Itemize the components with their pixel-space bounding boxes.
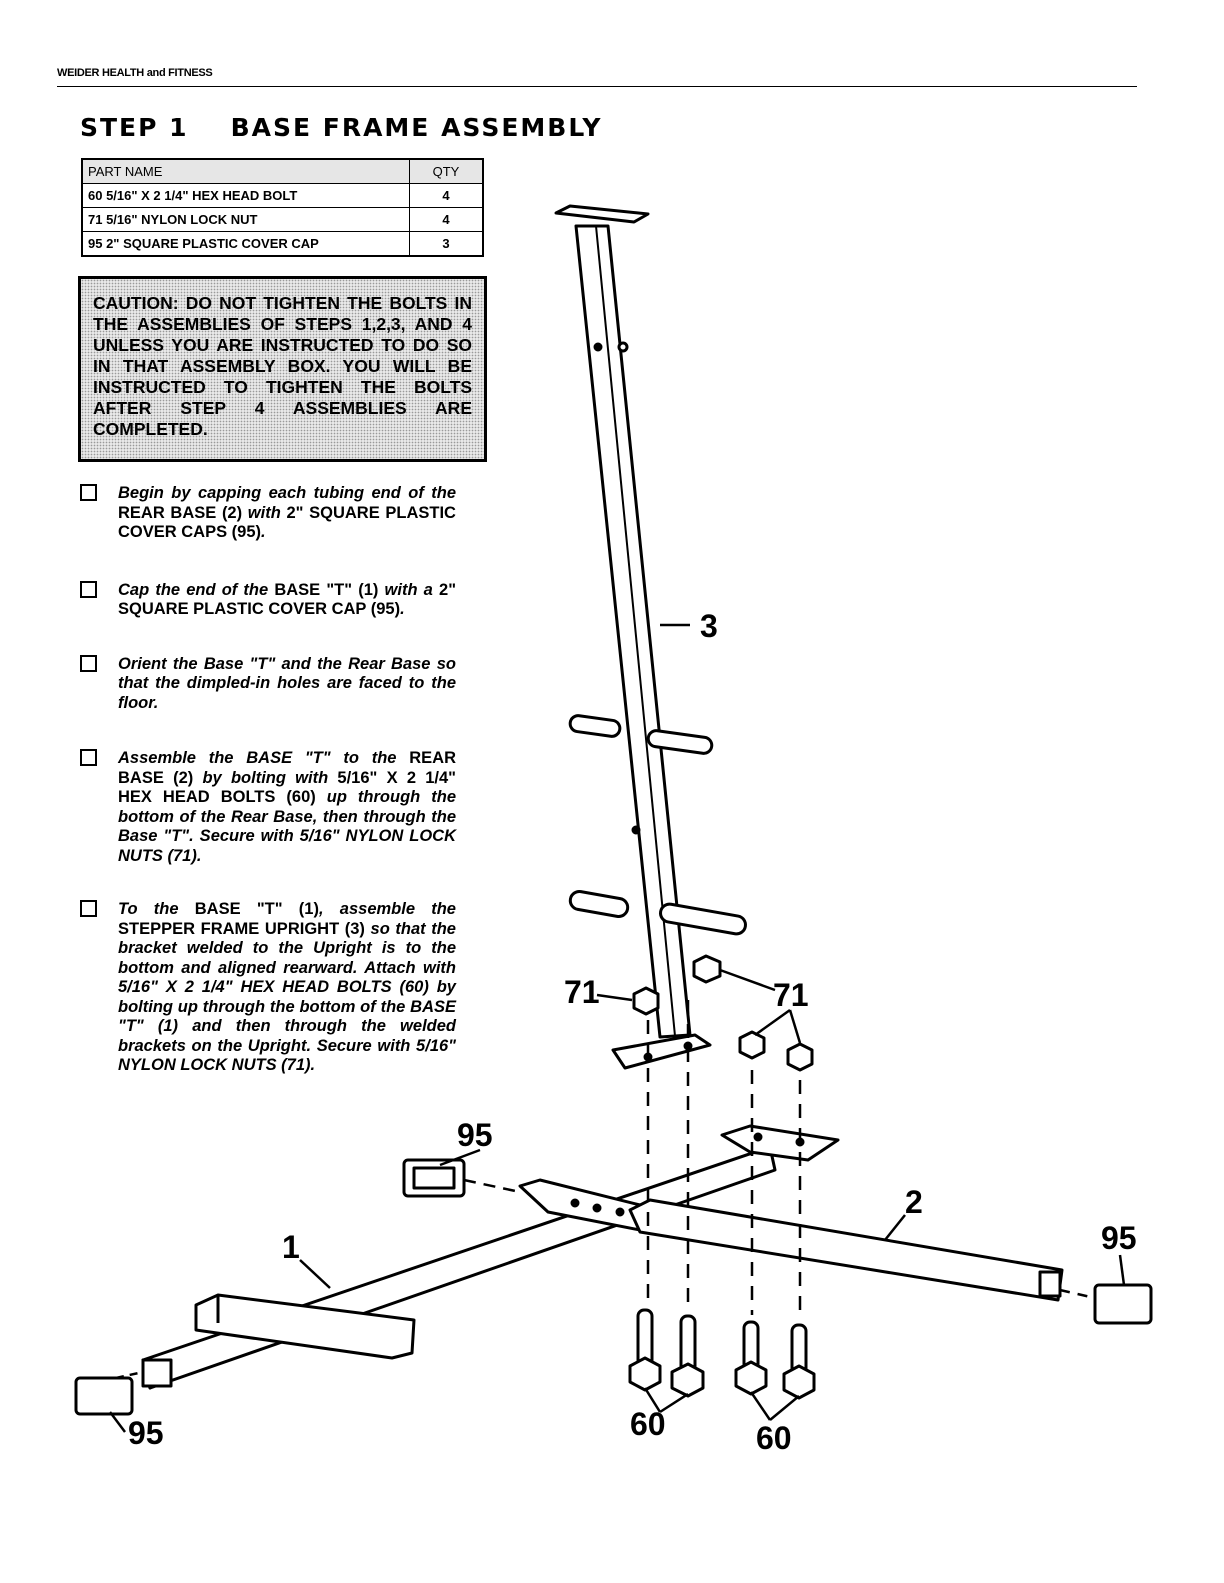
- instruction-list: Begin by capping each tubing end of the …: [80, 484, 456, 1076]
- instruction-item: Assemble the BASE "T" to the REAR BASE (…: [80, 749, 456, 866]
- parts-table-header: PART NAME QTY: [81, 158, 484, 184]
- stepper-frame-upright: [554, 204, 712, 1070]
- callout-cap-right: 95: [1101, 1220, 1137, 1256]
- table-row: 60 5/16" X 2 1/4" HEX HEAD BOLT 4: [81, 183, 484, 208]
- instruction-text: Assemble the BASE "T" to the REAR BASE (…: [118, 749, 456, 865]
- assembly-lines: [109, 623, 1126, 1433]
- part-name: 60 5/16" X 2 1/4" HEX HEAD BOLT: [81, 183, 410, 208]
- part-qty: 4: [409, 207, 484, 232]
- caution-box: CAUTION: DO NOT TIGHTEN THE BOLTS IN THE…: [78, 276, 487, 462]
- col-part-name: PART NAME: [81, 158, 410, 184]
- part-name: 95 2" SQUARE PLASTIC COVER CAP: [81, 231, 410, 257]
- instruction-text: Begin by capping each tubing end of the …: [118, 484, 456, 541]
- checkbox[interactable]: [80, 749, 97, 766]
- hex-bolts: [628, 1308, 816, 1400]
- callout-nut-right: 71: [773, 977, 809, 1013]
- instruction-text: Orient the Base "T" and the Rear Base so…: [118, 654, 456, 712]
- checkbox[interactable]: [80, 580, 97, 598]
- step-name: BASE FRAME ASSEMBLY: [230, 113, 603, 142]
- instruction-item: To the BASE "T" (1), assemble the STEPPE…: [80, 900, 456, 1076]
- instruction-text: To the BASE "T" (1), assemble the STEPPE…: [118, 900, 456, 1074]
- callout-cap-bottom: 95: [128, 1415, 164, 1451]
- base-t: [141, 1124, 840, 1390]
- parts-table: PART NAME QTY 60 5/16" X 2 1/4" HEX HEAD…: [81, 158, 484, 257]
- brand-header: WEIDER HEALTH and FITNESS: [57, 67, 213, 79]
- part-qty: 3: [409, 231, 484, 257]
- instruction-item: Begin by capping each tubing end of the …: [80, 484, 456, 543]
- header-rule: [57, 86, 1137, 87]
- col-qty: QTY: [409, 158, 484, 184]
- callout-upright: 3: [700, 608, 718, 644]
- instruction-item: Cap the end of the BASE "T" (1) with a 2…: [80, 580, 457, 620]
- callout-bolts-right: 60: [756, 1420, 792, 1456]
- callout-bolts-left: 60: [630, 1406, 666, 1442]
- table-row: 71 5/16" NYLON LOCK NUT 4: [81, 207, 484, 232]
- callout-rear-base: 2: [905, 1184, 923, 1220]
- part-qty: 4: [409, 183, 484, 208]
- checkbox[interactable]: [80, 484, 97, 501]
- checkbox[interactable]: [80, 654, 97, 672]
- rear-base: [628, 1198, 1064, 1302]
- instruction-text: Cap the end of the BASE "T" (1) with a 2…: [118, 580, 457, 619]
- table-row: 95 2" SQUARE PLASTIC COVER CAP 3: [81, 231, 484, 257]
- callout-cap-top: 95: [457, 1117, 493, 1153]
- lock-nuts: [632, 954, 814, 1072]
- callout-base-t: 1: [282, 1229, 300, 1265]
- callout-nut-left: 71: [564, 974, 600, 1010]
- page-title: STEP 1 BASE FRAME ASSEMBLY: [80, 113, 602, 142]
- checkbox[interactable]: [80, 900, 97, 917]
- callout-labels: 3 71 71 95 95 95 1 2 60 60: [128, 608, 1137, 1456]
- step-number: STEP 1: [80, 113, 189, 142]
- instruction-item: Orient the Base "T" and the Rear Base so…: [80, 654, 456, 714]
- foot-pegs: [568, 714, 747, 936]
- part-name: 71 5/16" NYLON LOCK NUT: [81, 207, 410, 232]
